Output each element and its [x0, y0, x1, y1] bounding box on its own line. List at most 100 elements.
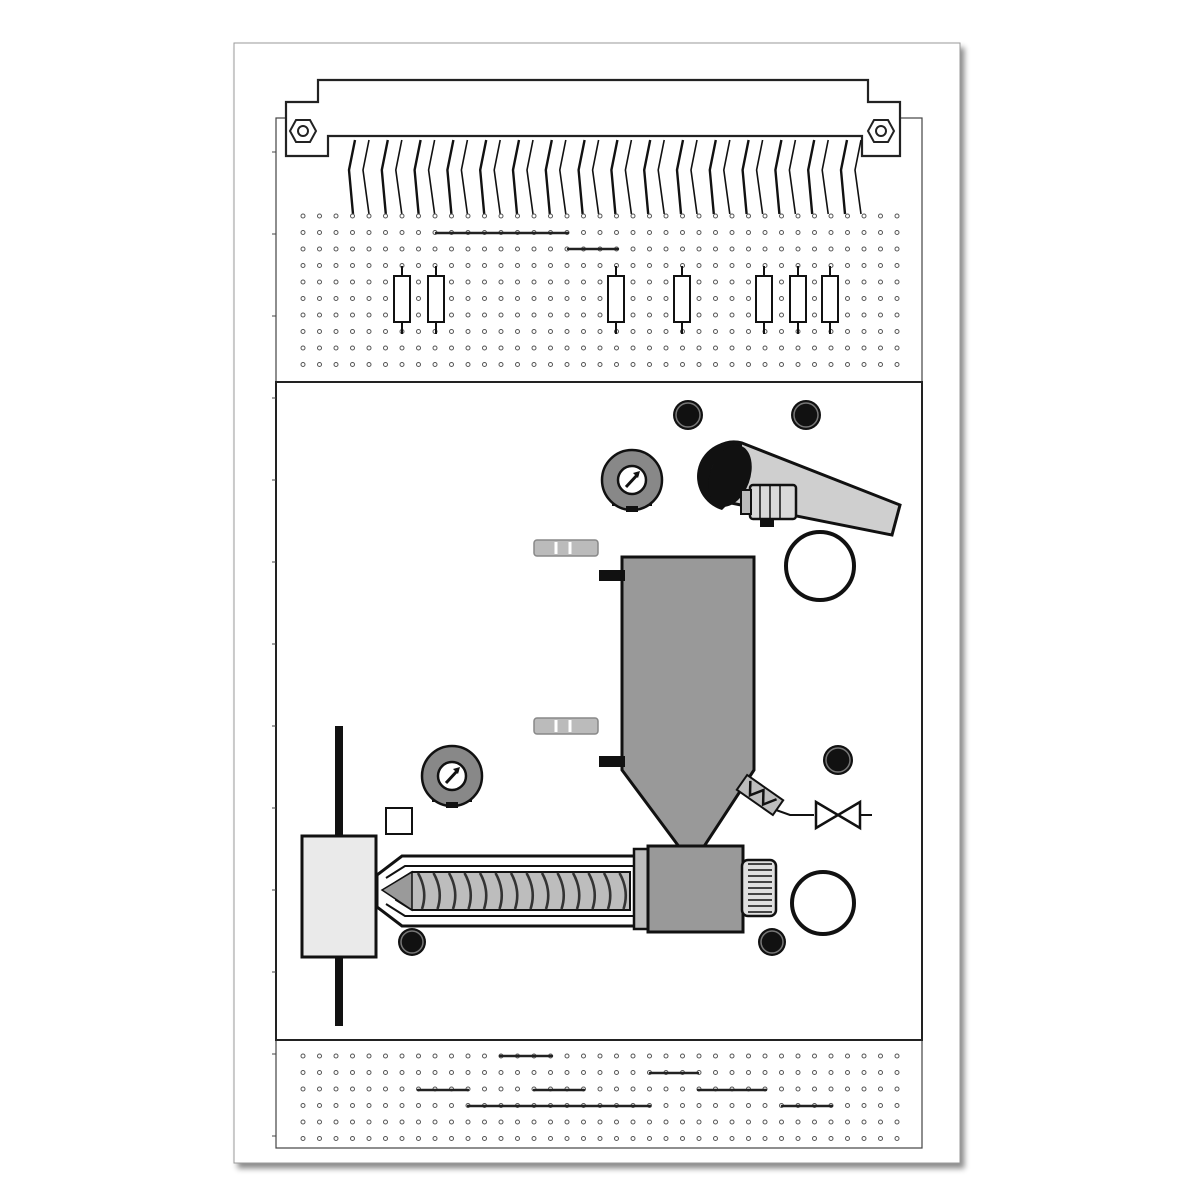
perfboard-hole [647, 1119, 652, 1125]
perfboard-hole [597, 1053, 603, 1059]
perfboard-hole [300, 1053, 306, 1059]
perfboard-hole [416, 230, 421, 235]
perfboard-hole [663, 1103, 669, 1108]
perfboard-hole [449, 1136, 454, 1141]
perfboard-hole [399, 1136, 405, 1141]
connector-pin [347, 139, 357, 215]
perfboard-hole [416, 213, 421, 219]
connector-pin [413, 139, 422, 215]
screw-flight [416, 872, 426, 910]
perfboard-hole [729, 213, 735, 219]
perfboard-hole [630, 1119, 636, 1125]
perfboard-hole [416, 345, 421, 351]
perfboard-hole [366, 312, 372, 318]
motor-icon [740, 483, 798, 527]
perfboard-hole [861, 213, 867, 219]
perfboard-hole [630, 230, 636, 235]
drive-housing [632, 844, 778, 934]
mount-hole [398, 928, 426, 956]
perfboard-hole [630, 263, 636, 268]
perfboard-hole [779, 1136, 784, 1141]
perfboard-hole [779, 1086, 784, 1092]
perfboard-hole [696, 1053, 702, 1059]
perfboard-hole [399, 1086, 405, 1092]
perfboard-hole [878, 1053, 883, 1059]
perfboard-hole [399, 362, 405, 367]
perfboard-hole [564, 1070, 570, 1075]
screw-flight [571, 872, 581, 910]
connector-pin [478, 139, 488, 215]
mount-hole [758, 928, 786, 956]
mount-holes [398, 400, 853, 956]
connector-pin [806, 139, 816, 215]
perfboard-hole [696, 1136, 702, 1141]
perfboard-hole [779, 1070, 784, 1075]
perfboard-hole [779, 230, 784, 235]
perfboard-hole [366, 345, 372, 351]
perfboard-hole [713, 279, 718, 285]
perfboard-hole [416, 246, 421, 252]
perfboard-hole [861, 1086, 867, 1092]
perfboard-hole [564, 312, 570, 318]
perfboard-hole [564, 279, 570, 285]
perfboard-hole [581, 296, 586, 301]
connector-pin-lead [854, 139, 862, 215]
perfboard-hole [449, 279, 454, 285]
perfboard-hole [465, 1136, 471, 1141]
perfboard-hole [878, 263, 883, 268]
perfboard-hole [548, 1119, 553, 1125]
perfboard-hole [779, 1053, 784, 1059]
perfboard-hole [779, 362, 784, 367]
connector-pin [741, 139, 750, 215]
perfboard-hole [729, 246, 735, 252]
perfboard-hole [663, 1136, 669, 1141]
perfboard-hole [614, 1119, 619, 1125]
perfboard-hole [845, 1103, 850, 1108]
perfboard-hole [614, 1086, 619, 1092]
perfboard-hole [828, 1086, 834, 1092]
perfboard-hole [581, 230, 586, 235]
perfboard-hole [746, 279, 751, 285]
perfboard-hole [564, 263, 570, 268]
perfboard-hole [416, 279, 421, 285]
perfboard-hole [498, 246, 504, 252]
perfboard-hole [432, 246, 438, 252]
heater-element [735, 773, 785, 817]
perfboard-hole [779, 1119, 784, 1125]
perfboard-hole [531, 362, 537, 367]
perfboard-hole [845, 312, 850, 318]
perfboard-hole [663, 345, 669, 351]
perfboard-hole [416, 1136, 421, 1141]
perfboard-hole [366, 362, 372, 367]
perfboard-hole [300, 329, 306, 334]
perfboard-hole [465, 296, 471, 301]
perfboard-hole [548, 329, 553, 334]
perfboard-hole [597, 230, 603, 235]
screw-flight [525, 872, 535, 910]
perfboard-hole [630, 1136, 636, 1141]
mold-block [300, 834, 378, 959]
perfboard-hole [729, 362, 735, 367]
perfboard-hole [581, 1070, 586, 1075]
perfboard-hole [350, 329, 355, 334]
perfboard-hole [647, 312, 652, 318]
perfboard-hole [812, 246, 817, 252]
perfboard-hole [548, 246, 553, 252]
connector-pin [708, 139, 717, 215]
perfboard-hole [630, 362, 636, 367]
perfboard-hole [713, 263, 718, 268]
perfboard-hole [713, 230, 718, 235]
perfboard-hole [366, 246, 372, 252]
perfboard-hole [894, 329, 900, 334]
perfboard-hole [696, 312, 702, 318]
perfboard-hole [350, 296, 355, 301]
perfboard-hole [399, 246, 405, 252]
valve-icon [814, 799, 872, 831]
perfboard-hole [828, 230, 834, 235]
perfboard-hole [350, 213, 355, 219]
square-marker [385, 807, 413, 835]
perfboard-hole [795, 345, 801, 351]
perfboard-hole [630, 345, 636, 351]
perfboard-hole [383, 312, 388, 318]
perfboard-hole [845, 362, 850, 367]
